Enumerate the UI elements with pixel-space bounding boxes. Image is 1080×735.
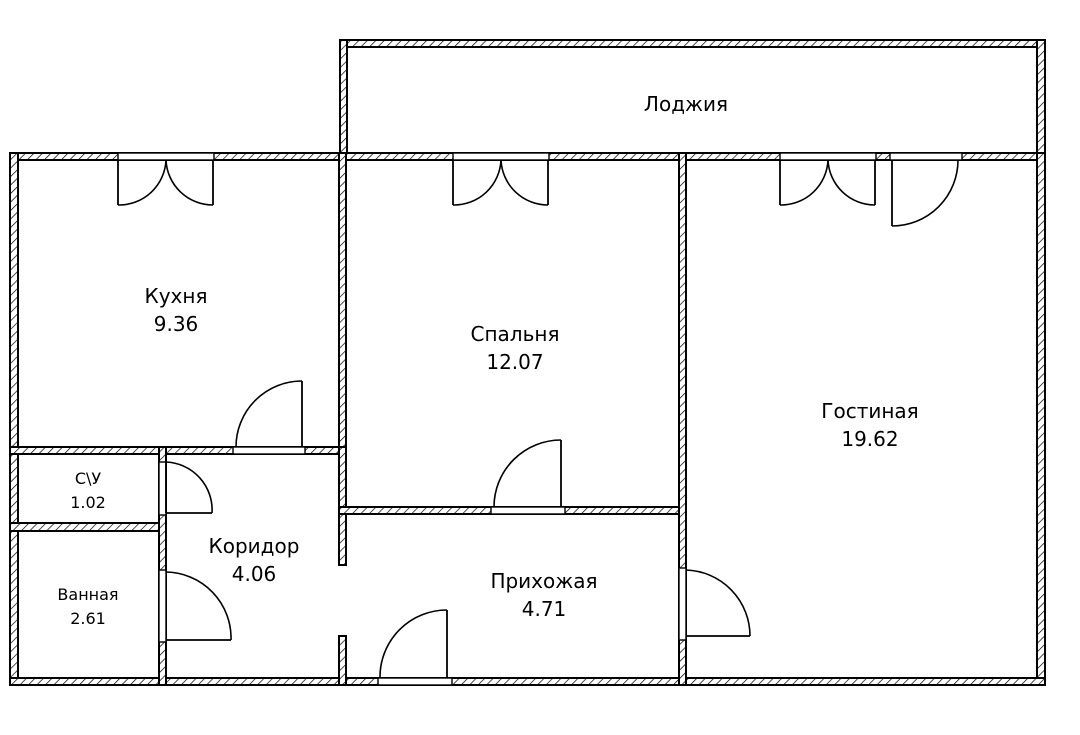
wall-kitchen-bedroom <box>338 152 347 451</box>
room-name-hallway: Прихожая <box>490 569 597 593</box>
room-name-living: Гостиная <box>821 399 918 423</box>
bedroom-door <box>490 439 566 515</box>
room-area-kitchen: 9.36 <box>154 312 199 336</box>
room-wc: С\У 1.02 <box>70 469 106 512</box>
living-balcony-door <box>779 152 877 206</box>
interior-doors <box>158 380 751 686</box>
living-door <box>678 567 751 641</box>
room-area-living: 19.62 <box>841 427 898 451</box>
wall-left <box>9 152 19 686</box>
room-area-wc: 1.02 <box>70 493 106 512</box>
room-bathroom: Ванная 2.61 <box>57 585 118 628</box>
room-name-corridor: Коридор <box>209 534 300 558</box>
wall-loggia-top <box>339 39 1046 48</box>
wall-corridor-east-lower <box>338 635 347 686</box>
kitchen-balcony-door <box>117 152 215 206</box>
room-living: Гостиная 19.62 <box>821 399 918 451</box>
room-area-bathroom: 2.61 <box>70 609 106 628</box>
room-kitchen: Кухня 9.36 <box>145 284 208 336</box>
wall-loggia-left <box>339 39 348 158</box>
wall-bottom <box>9 677 1046 686</box>
balcony-doors <box>117 152 963 227</box>
wall-wc-bath-right <box>158 446 167 686</box>
room-hallway: Прихожая 4.71 <box>490 569 597 621</box>
wall-wc-bottom <box>9 522 167 532</box>
room-name-loggia: Лоджия <box>644 92 728 116</box>
room-area-bedroom: 12.07 <box>486 350 543 374</box>
wall-bedroom-living <box>678 152 687 686</box>
bedroom-balcony-door <box>452 152 550 206</box>
room-bedroom: Спальня 12.07 <box>471 322 560 374</box>
wc-door <box>158 461 213 516</box>
room-area-corridor: 4.06 <box>232 562 277 586</box>
wall-right <box>1036 152 1046 686</box>
room-name-wc: С\У <box>75 469 102 488</box>
room-name-bathroom: Ванная <box>57 585 118 604</box>
room-name-kitchen: Кухня <box>145 284 208 308</box>
entrance-door <box>377 609 453 686</box>
room-name-bedroom: Спальня <box>471 322 560 346</box>
room-area-hallway: 4.71 <box>522 597 567 621</box>
bathroom-door <box>158 569 232 643</box>
living-balcony-single-door <box>889 152 963 227</box>
kitchen-door <box>232 380 306 455</box>
room-corridor: Коридор 4.06 <box>209 534 300 586</box>
room-loggia: Лоджия <box>644 92 728 116</box>
wall-loggia-right <box>1036 39 1046 158</box>
